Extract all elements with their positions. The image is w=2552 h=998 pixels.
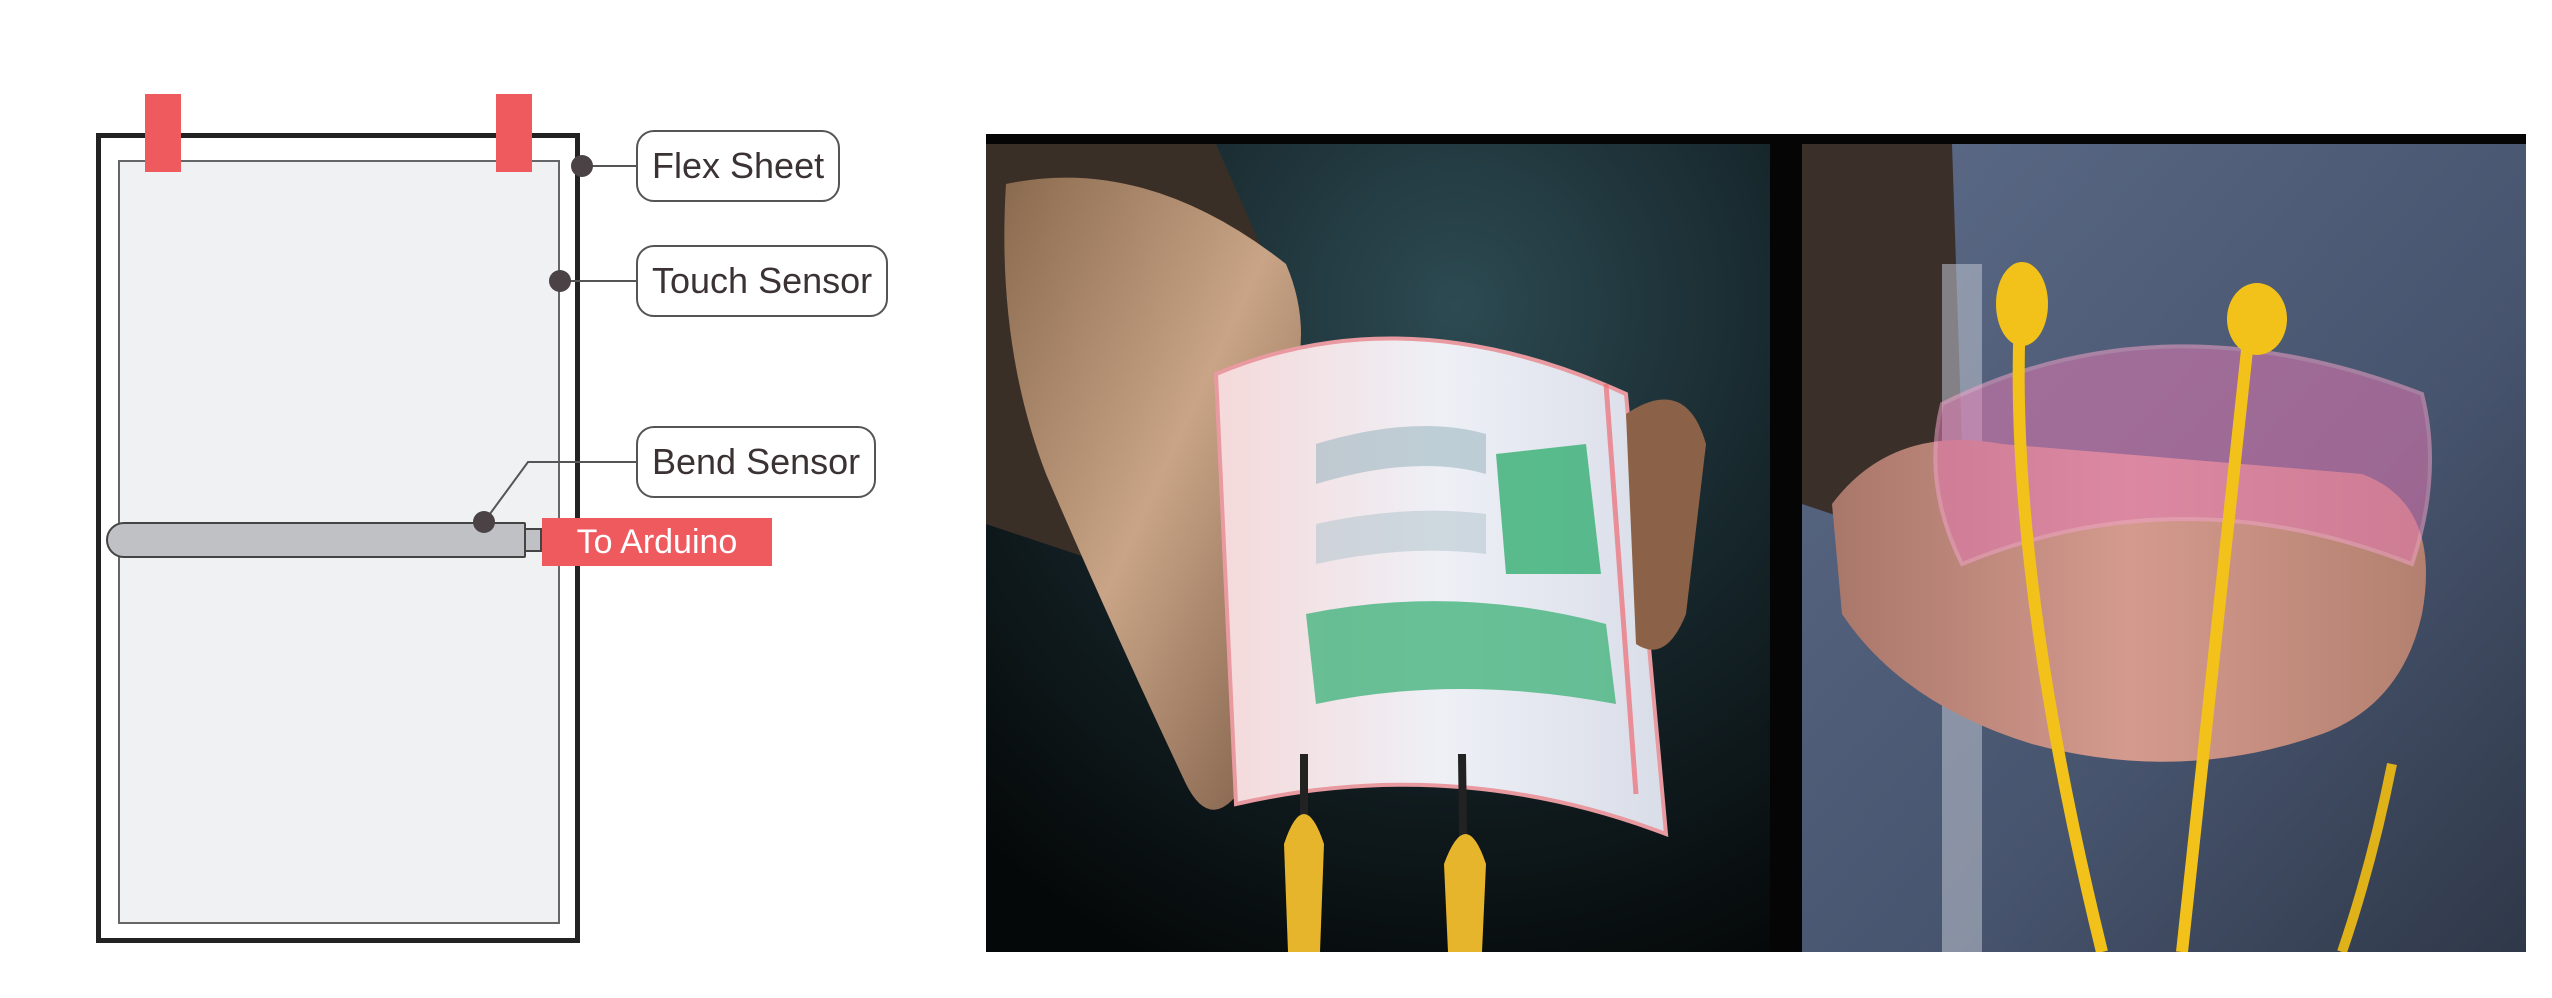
flex-sheet-callout: Flex Sheet — [636, 130, 841, 202]
bend-sensor-strip — [106, 522, 526, 558]
binder-clip-left — [145, 94, 181, 172]
bend-sensor-leader — [483, 461, 638, 523]
callout-leader-lines — [473, 155, 638, 533]
binder-clip-right — [496, 94, 532, 172]
to-arduino-tag: To Arduino — [542, 518, 772, 566]
bend-sensor-connector — [524, 528, 542, 552]
bend-sensor-dot — [473, 511, 495, 533]
touch-sensor-dot — [549, 270, 571, 292]
photo-bending-sheet — [986, 144, 1770, 952]
flex-sheet-dot — [571, 155, 593, 177]
touch-sensor-callout: Touch Sensor — [636, 245, 889, 317]
bend-sensor-callout: Bend Sensor — [636, 426, 877, 498]
photo-curved-sheet-wires — [1802, 144, 2526, 952]
